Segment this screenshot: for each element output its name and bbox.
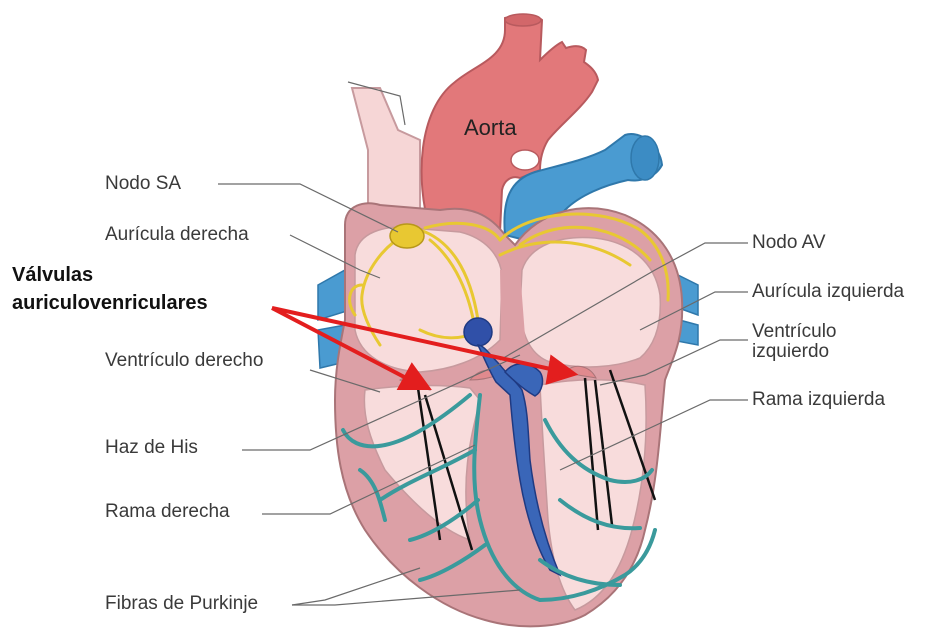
label-valves-line1: Válvulas xyxy=(12,263,93,287)
aorta-top xyxy=(505,14,541,26)
av-node xyxy=(464,318,492,346)
label-his-bundle: Haz de His xyxy=(105,438,198,458)
sa-node xyxy=(390,224,424,248)
label-left-ventricle-1: Ventrículo xyxy=(752,322,837,342)
pulmonary-end xyxy=(631,136,659,180)
label-purkinje: Fibras de Purkinje xyxy=(105,594,258,614)
label-left-ventricle-2: izquierdo xyxy=(752,342,829,362)
label-aorta: Aorta xyxy=(464,118,517,138)
label-right-atrium: Aurícula derecha xyxy=(105,225,249,245)
superior-vena-cava xyxy=(352,88,420,215)
label-right-ventricle: Ventrículo derecho xyxy=(105,351,263,371)
label-left-atrium: Aurícula izquierda xyxy=(752,282,904,302)
label-av-node: Nodo AV xyxy=(752,233,826,253)
left-atrium-chamber xyxy=(520,237,660,366)
aorta-arch-hole xyxy=(511,150,539,170)
label-sa-node: Nodo SA xyxy=(105,174,181,194)
label-right-branch: Rama derecha xyxy=(105,502,230,522)
label-valves-line2: auriculovenriculares xyxy=(12,291,208,315)
label-left-branch: Rama izquierda xyxy=(752,390,885,410)
